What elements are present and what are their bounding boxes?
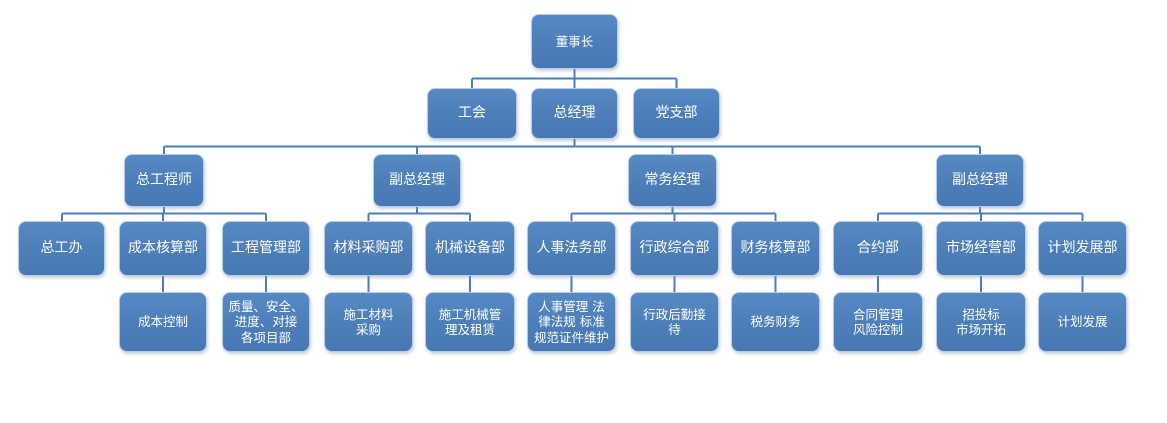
node-admin-logistics-reception: 行政后勤接 待 xyxy=(630,292,719,352)
connector-deputy-gm-left-children xyxy=(367,207,471,221)
node-tax-finance: 税务财务 xyxy=(731,292,820,352)
node-contract-dept: 合约部 xyxy=(833,221,923,276)
node-bidding-market-development: 招投标 市场开拓 xyxy=(936,292,1026,352)
node-party-branch: 党支部 xyxy=(633,88,720,139)
node-executive-manager: 常务经理 xyxy=(628,154,717,207)
node-contract-risk-control: 合同管理 风险控制 xyxy=(833,292,923,352)
node-planning-development: 计划发展 xyxy=(1038,292,1127,352)
connector-chairman-children xyxy=(471,69,678,88)
node-chief-engineer-office: 总工办 xyxy=(18,221,105,276)
connector-chief-engineer-children xyxy=(61,207,267,221)
node-cost-accounting-dept: 成本核算部 xyxy=(119,221,207,276)
node-quality-safety-schedule: 质量、安全、 进度、对接 各项目部 xyxy=(222,292,310,352)
node-chief-engineer: 总工程师 xyxy=(124,154,204,207)
connector-executive-manager-children xyxy=(570,207,777,221)
node-machinery-equipment-dept: 机械设备部 xyxy=(425,221,515,276)
node-market-operations-dept: 市场经营部 xyxy=(936,221,1026,276)
node-construction-materials-procurement: 施工材料 采购 xyxy=(324,292,413,352)
node-labor-union: 工会 xyxy=(427,88,517,139)
connector-departments-subunits xyxy=(162,276,1084,292)
node-deputy-general-manager-right: 副总经理 xyxy=(936,154,1024,207)
node-deputy-general-manager-left: 副总经理 xyxy=(373,154,461,207)
node-hr-legal-dept: 人事法务部 xyxy=(527,221,616,276)
node-finance-accounting-dept: 财务核算部 xyxy=(731,221,820,276)
node-materials-procurement-dept: 材料采购部 xyxy=(324,221,413,276)
node-admin-general-dept: 行政综合部 xyxy=(630,221,719,276)
node-engineering-management-dept: 工程管理部 xyxy=(222,221,310,276)
connector-deputy-gm-right-children xyxy=(877,207,1084,221)
node-chairman: 董事长 xyxy=(531,14,618,69)
connector-general-manager-children xyxy=(163,139,981,154)
node-planning-development-dept: 计划发展部 xyxy=(1038,221,1127,276)
node-cost-control: 成本控制 xyxy=(119,292,207,352)
node-hr-legal-certs-maintenance: 人事管理 法 律法规 标准 规范证件维护 xyxy=(527,292,616,352)
node-machinery-management-leasing: 施工机械管 理及租赁 xyxy=(425,292,515,352)
node-general-manager: 总经理 xyxy=(531,88,618,139)
